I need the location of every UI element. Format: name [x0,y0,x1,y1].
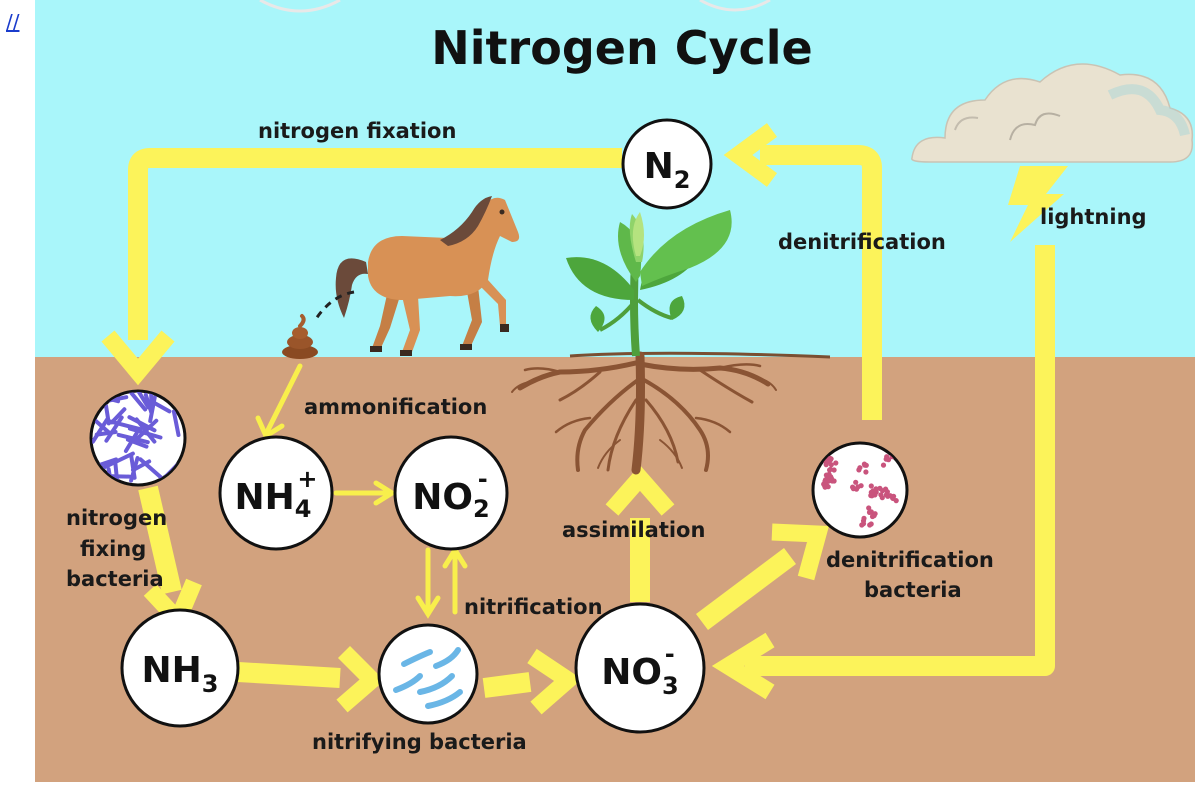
label-nitrogen-fixing-bacteria-1: nitrogen [66,506,167,530]
label-denitrification-bacteria-2: bacteria [864,578,962,602]
no2-circle: NO2- [395,437,507,549]
no2-charge: - [478,465,488,493]
nh4-subscript: 4 [295,495,312,523]
nh4-formula: NH [234,477,294,518]
label-nitrogen-fixing-bacteria-2: fixing [80,537,146,561]
label-nitrogen-fixation: nitrogen fixation [258,119,456,143]
n2-subscript: 2 [674,166,691,194]
nh4-circle: NH4+ [220,437,332,549]
no3-subscript: 3 [662,672,679,700]
label-assimilation: assimilation [562,518,705,542]
no3-charge: - [665,640,675,668]
label-nitrification: nitrification [464,595,603,619]
top-left-link[interactable]: // [6,10,19,34]
nh4-charge: + [297,465,317,493]
nh3-subscript: 3 [202,670,219,698]
label-lightning: lightning [1040,205,1147,229]
coccus-bacteria-icon [813,443,907,537]
label-denitrification-bacteria-1: denitrification [826,548,994,572]
n2-circle: N2 [623,120,711,208]
no3-circle: NO3 - [576,604,704,732]
label-nitrogen-fixing-bacteria-3: bacteria [66,567,164,591]
nitrifying-to-no3-arrow [484,682,530,688]
label-nitrifying-bacteria: nitrifying bacteria [312,730,527,754]
n2-formula: N [644,146,674,187]
nh3-to-nitrifying-arrow [238,672,340,678]
nh3-formula: NH [142,650,202,691]
label-ammonification: ammonification [304,395,487,419]
no3-formula: NO [601,652,662,693]
label-denitrification: denitrification [778,230,946,254]
nitrifying-bacteria-icon [379,625,477,723]
diagram-title: Nitrogen Cycle [431,21,812,75]
no2-subscript: 2 [473,495,490,523]
nh3-circle: NH3 [122,610,238,726]
no2-formula: NO [412,477,473,518]
